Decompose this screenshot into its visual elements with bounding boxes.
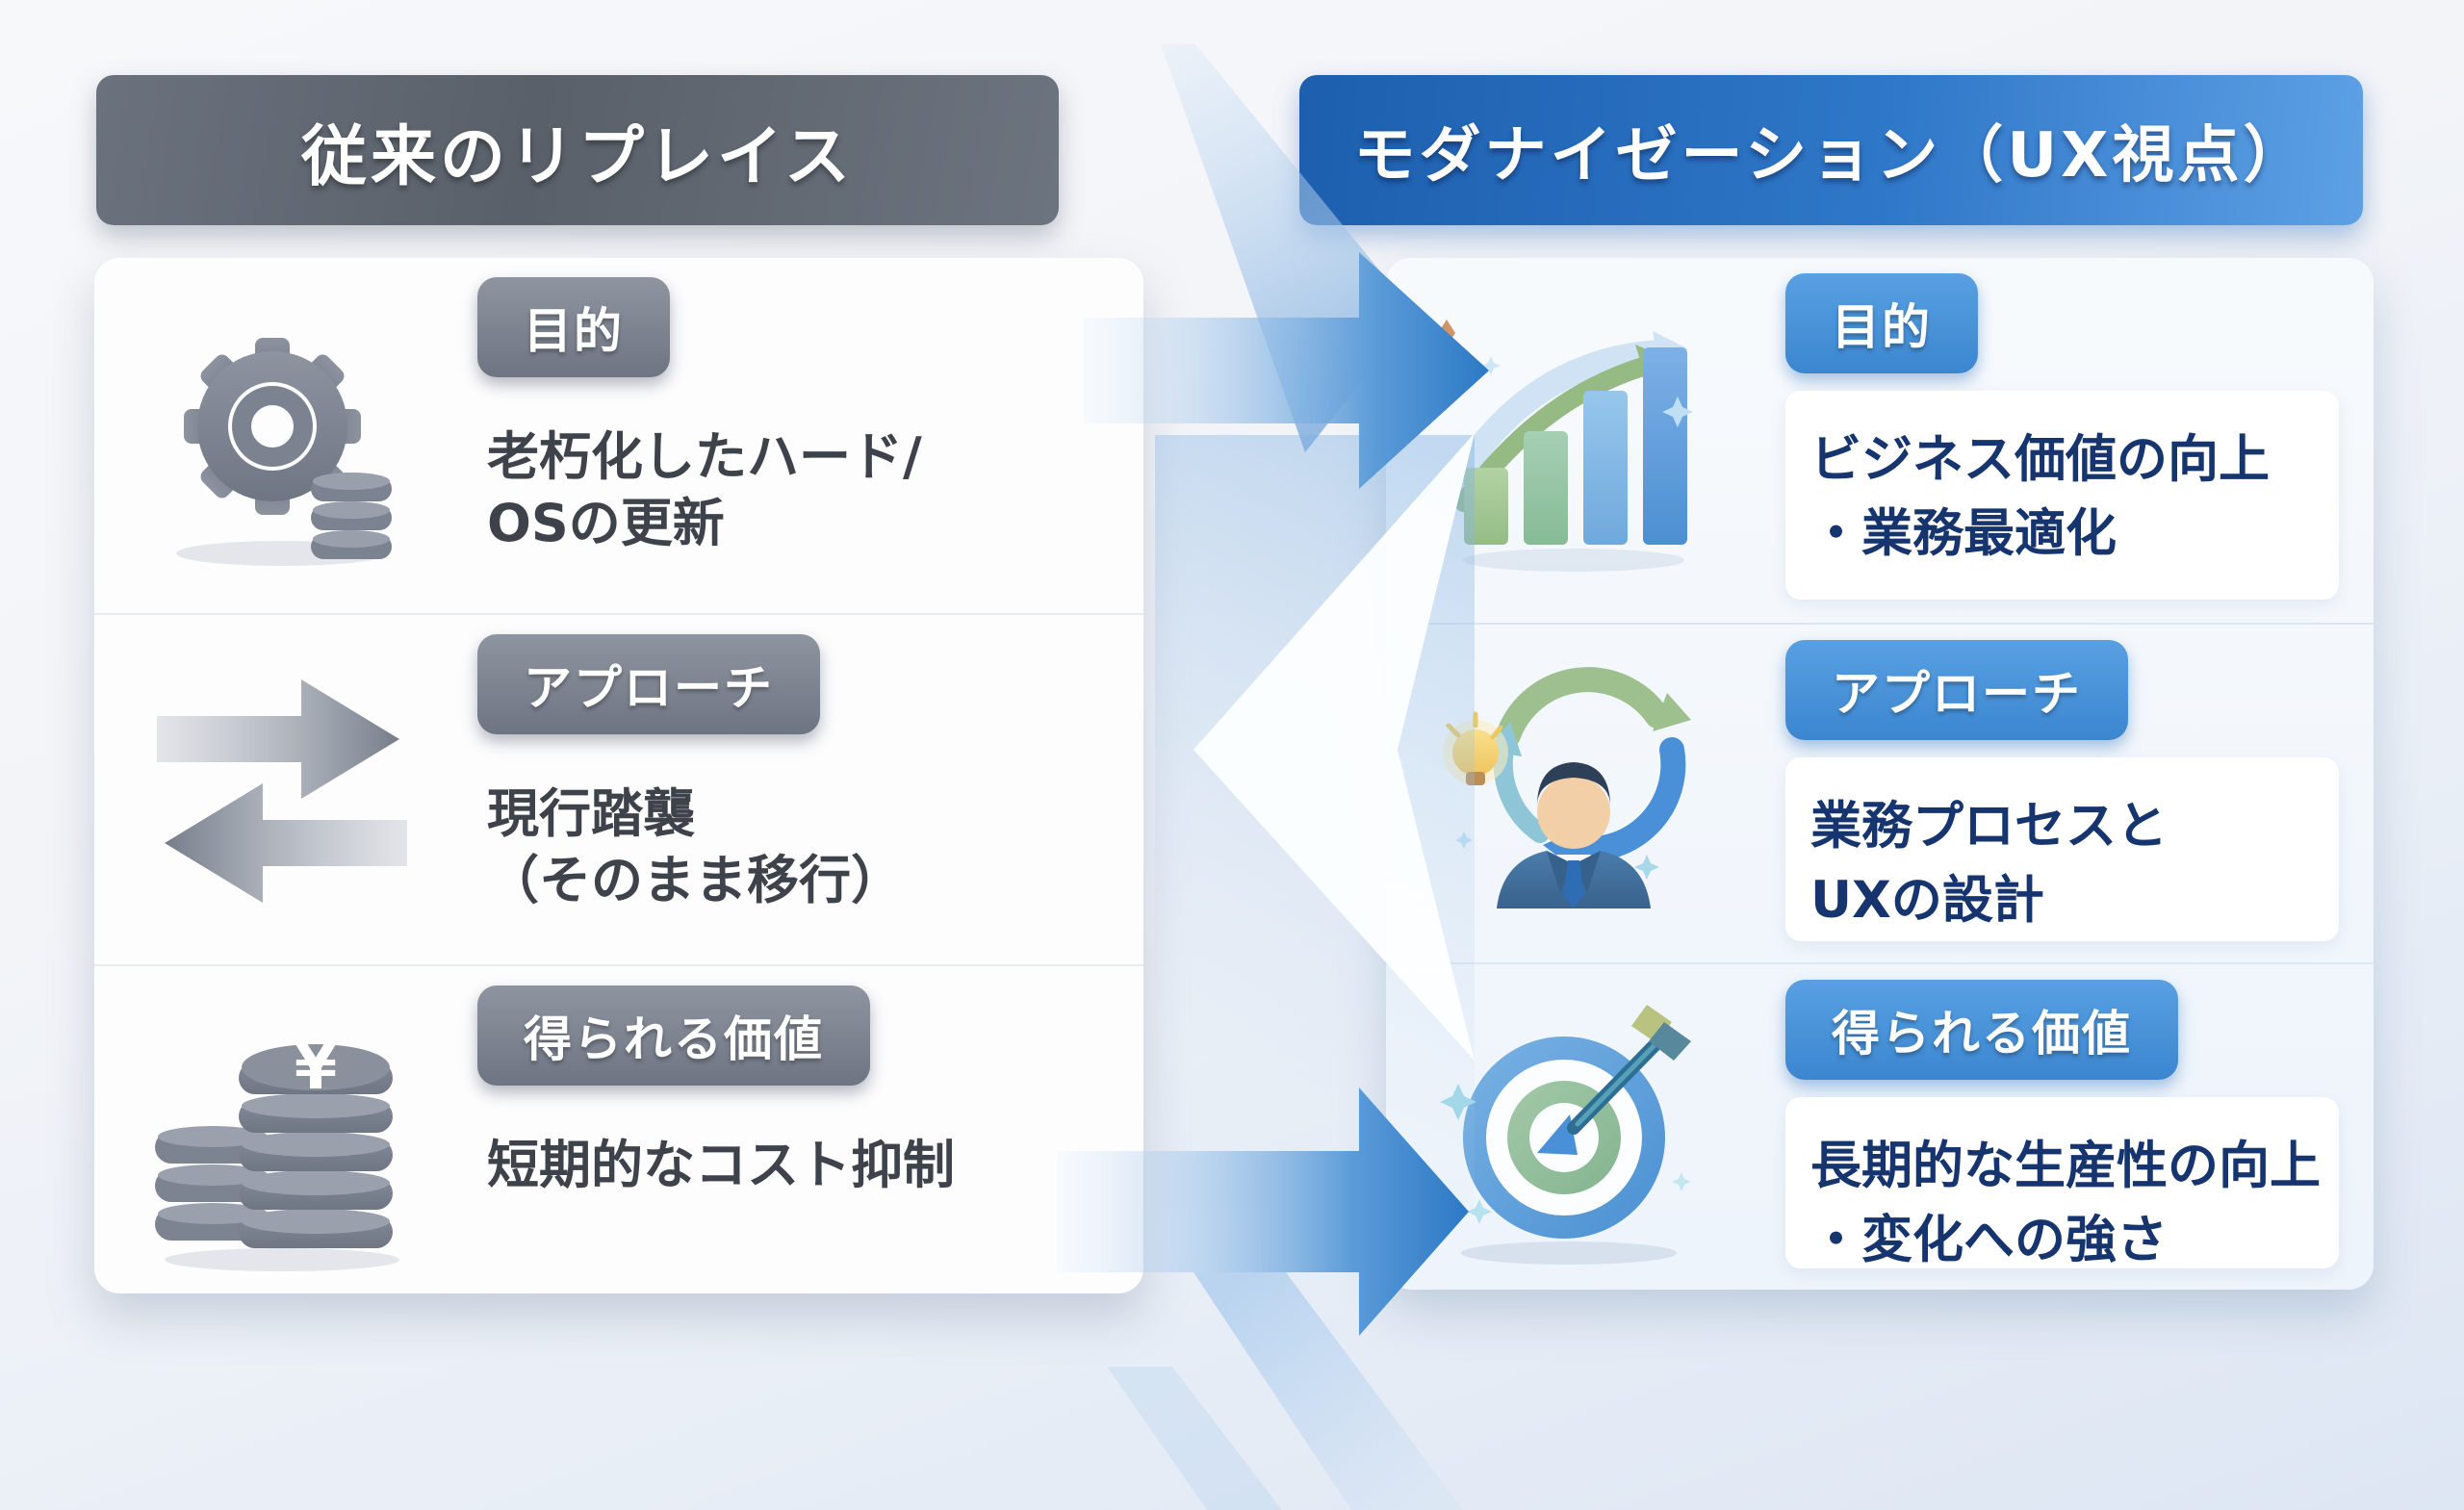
badge-value-right: 得られる価値 [1785,980,2178,1080]
right-row-value: 得られる価値 長期的な生産性の向上 ・変化への強さ [1386,962,2374,1292]
badge-approach-right: アプローチ [1785,640,2128,740]
growth-chart-icon [1415,258,1732,623]
person-cycle-icon [1415,625,1732,964]
left-row-value: ¥ 得られる価値 短期的なコスト抑制 [94,964,1143,1295]
badge-purpose-right: 目的 [1785,273,1978,373]
purpose-text-left: 老朽化したハード/ OSの更新 [487,426,922,554]
flow-tail-band-faint [1107,1367,1282,1510]
badge-value-left: 得られる価値 [477,985,870,1086]
left-row-approach: アプローチ 現行踏襲 （そのまま移行） [94,613,1143,966]
left-column-panel: 目的 老朽化したハード/ OSの更新 [94,258,1143,1293]
badge-purpose-left: 目的 [477,277,670,377]
swap-arrows-icon [123,615,441,966]
value-text-right: 長期的な生産性の向上 ・変化への強さ [1810,1137,2321,1269]
purpose-text-right: ビジネス価値の向上 ・業務最適化 [1810,430,2270,563]
target-arrow-icon [1415,964,1732,1292]
right-column-panel: 目的 ビジネス価値の向上 ・業務最適化 [1386,258,2374,1290]
badge-approach-left: アプローチ [477,634,820,734]
yen-symbol: ¥ [295,1033,338,1104]
approach-text-left: 現行踏襲 （そのまま移行） [487,783,903,911]
purpose-card-right: ビジネス価値の向上 ・業務最適化 [1785,391,2339,600]
flow-tail-band-main [1194,1272,1463,1510]
right-row-purpose: 目的 ビジネス価値の向上 ・業務最適化 [1386,258,2374,623]
value-text-left: 短期的なコスト抑制 [487,1135,955,1195]
left-column-header: 従来のリプレイス [96,75,1059,225]
value-card-right: 長期的な生産性の向上 ・変化への強さ [1785,1097,2339,1269]
right-column-header: モダナイゼーション（UX視点） [1299,75,2363,225]
gear-database-icon [123,258,441,613]
yen-coins-icon: ¥ [123,966,441,1295]
approach-card-right: 業務プロセスと UXの設計 [1785,757,2339,941]
approach-text-right: 業務プロセスと UXの設計 [1810,797,2168,930]
left-row-purpose: 目的 老朽化したハード/ OSの更新 [94,258,1143,613]
right-row-approach: アプローチ 業務プロセスと UXの設計 [1386,623,2374,964]
